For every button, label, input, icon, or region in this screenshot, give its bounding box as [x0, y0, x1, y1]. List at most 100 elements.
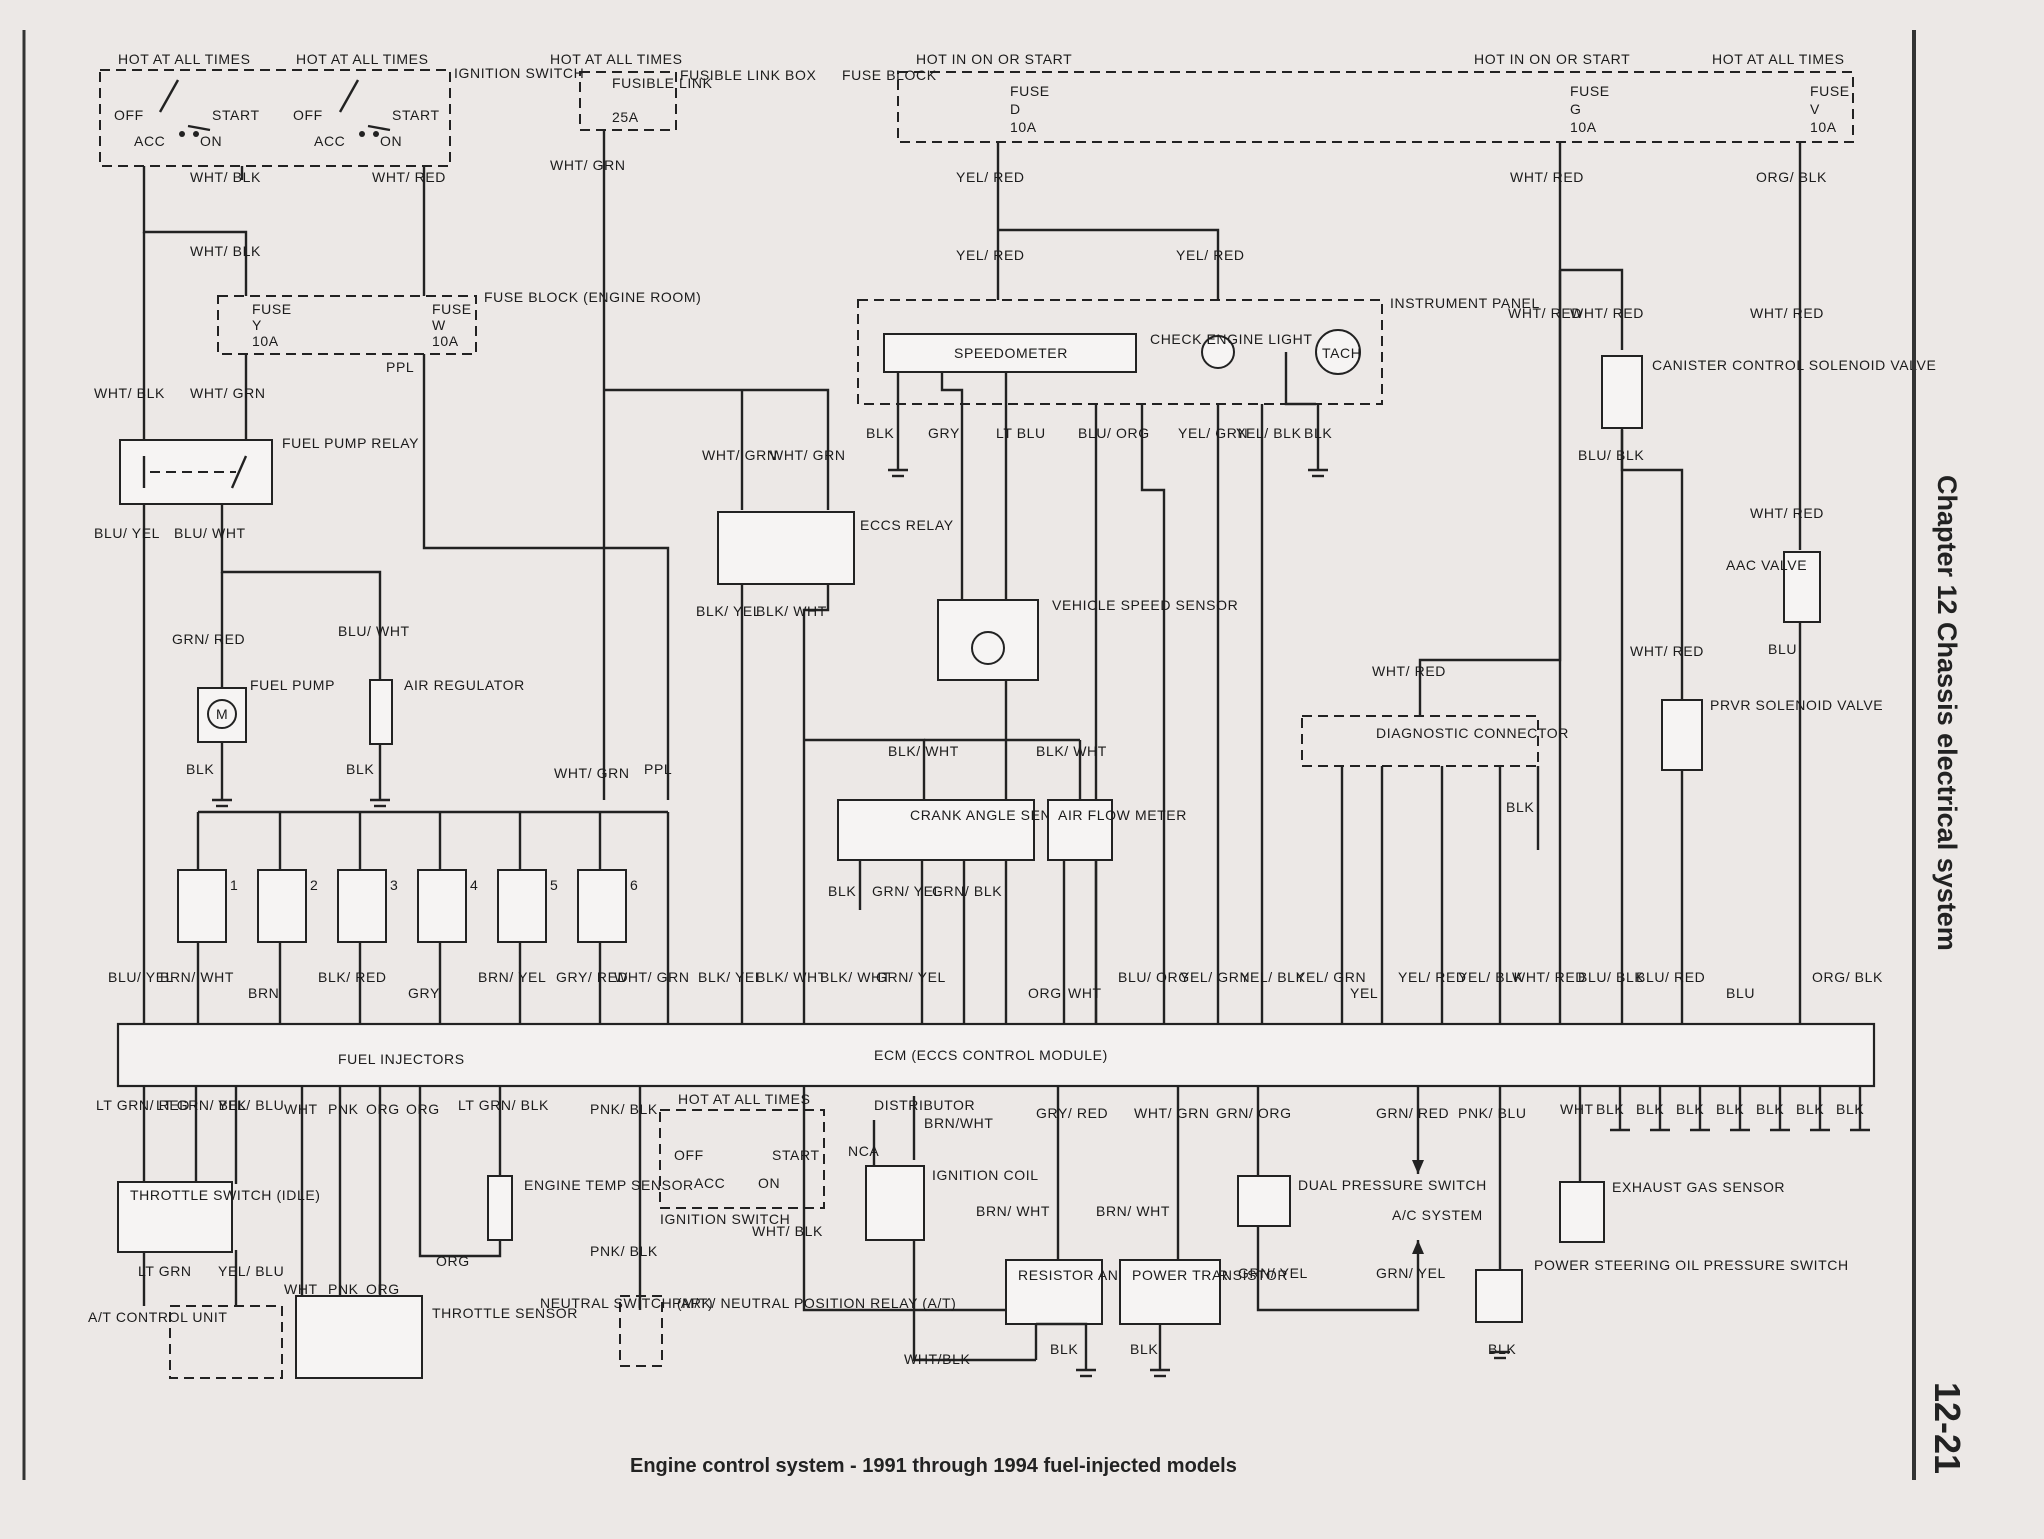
exhaust-gas-sensor: [1559, 1181, 1605, 1243]
injector-number: 2: [310, 877, 318, 893]
wire-label: WHT/ RED: [1630, 643, 1704, 659]
label-crank-angle-sensor: CRANK ANGLE SENSOR: [910, 807, 1083, 823]
wire-label-ppl: PPL: [386, 359, 414, 375]
speedometer: [883, 333, 1137, 373]
label-fuse-v-letter: V: [1810, 101, 1820, 117]
label-on-lower: ON: [758, 1175, 780, 1191]
wire-label: LT GRN/ BLK: [156, 1097, 247, 1113]
label-throttle-sensor: THROTTLE SENSOR: [432, 1305, 578, 1321]
label-fuse-w-amp: 10A: [432, 333, 459, 349]
wire-label: ORG: [1028, 985, 1062, 1001]
label-start: START: [212, 107, 260, 123]
wire-label: PNK/ BLK: [590, 1243, 658, 1259]
label-exhaust-gas-sensor: EXHAUST GAS SENSOR: [1612, 1179, 1785, 1195]
supply-wires: [142, 130, 1802, 1030]
wire-label: BRN/ WHT: [160, 969, 234, 985]
label-ecm: ECM (ECCS CONTROL MODULE): [874, 1047, 1108, 1063]
label-neutral-switch: NEUTRAL SWITCH (M/T): [540, 1295, 713, 1311]
label-fuel-injectors: FUEL INJECTORS: [338, 1051, 465, 1067]
label-fuse-y-letter: Y: [252, 317, 262, 333]
fusible-link-box: [579, 71, 677, 131]
wire-label: BLU/ WHT: [174, 525, 246, 541]
label-fuse-g: FUSE: [1570, 83, 1610, 99]
ground-icon: [888, 468, 1328, 478]
dual-pressure-switch: [1237, 1175, 1291, 1227]
figure-caption: Engine control system - 1991 through 199…: [630, 1455, 1237, 1477]
label-fuse-v-amp: 10A: [1810, 119, 1837, 135]
wire-label: BLK: [1756, 1101, 1784, 1117]
label-fuse-y-amp: 10A: [252, 333, 279, 349]
wire-label: BRN: [248, 985, 279, 1001]
fuel-pump: [197, 687, 247, 743]
air-regulator: [369, 679, 393, 745]
injector-number: 4: [470, 877, 478, 893]
wire-label-ppl: PPL: [644, 761, 672, 777]
wire-label: BLU: [1768, 641, 1797, 657]
engine-temp-sensor: [487, 1175, 513, 1241]
injector-bank: 1 2 3 4 5 6: [177, 812, 670, 1024]
label-speedometer: SPEEDOMETER: [954, 345, 1068, 361]
panel-wires: [896, 372, 1320, 1024]
motor-symbol: M: [216, 706, 228, 722]
wire-label: LT BLU: [996, 425, 1046, 441]
wire-label: LT GRN: [138, 1263, 192, 1279]
wire-label: ORG: [366, 1101, 400, 1117]
wire-label: WHT/ RED: [1510, 169, 1584, 185]
wire-label: YEL/ BLU: [218, 1097, 284, 1113]
label-hot-at-all-times-2: HOT AT ALL TIMES: [296, 51, 429, 67]
label-check-engine-light: CHECK ENGINE LIGHT: [1150, 331, 1313, 347]
wire-label: PNK/ BLK: [590, 1101, 658, 1117]
wire-label: BLK: [1796, 1101, 1824, 1117]
wire-label: BRN/ WHT: [1096, 1203, 1170, 1219]
injector-number: 6: [630, 877, 638, 893]
label-instrument-panel: INSTRUMENT PANEL: [1390, 295, 1540, 311]
prvr-solenoid-valve: [1661, 699, 1703, 771]
wire-label: WHT/ RED: [372, 169, 446, 185]
label-fuel-pump-relay: FUEL PUMP RELAY: [282, 435, 419, 451]
wire-label: GRY/ RED: [1036, 1105, 1108, 1121]
label-fusible-link: FUSIBLE LINK: [612, 75, 713, 91]
wire-label: BLU/ YEL: [94, 525, 160, 541]
label-fuse-d-amp: 10A: [1010, 119, 1037, 135]
label-vehicle-speed-sensor: VEHICLE SPEED SENSOR: [1052, 597, 1238, 613]
wire-label: LT GRN/ BLK: [458, 1097, 549, 1113]
label-diagnostic-connector: DIAGNOSTIC CONNECTOR: [1376, 725, 1569, 741]
label-acc: ACC: [134, 133, 165, 149]
label-nca: NCA: [848, 1143, 879, 1159]
label-hot-lower: HOT AT ALL TIMES: [678, 1091, 811, 1107]
label-ignition-switch: IGNITION SWITCH: [454, 65, 584, 81]
label-fuse-d: FUSE: [1010, 83, 1050, 99]
label-off: OFF: [114, 107, 144, 123]
wire-label: YEL/ BLK: [1458, 969, 1524, 985]
wire-label: BLK/ WHT: [1036, 743, 1107, 759]
power-steering-oil-pressure-switch: [1475, 1269, 1523, 1323]
label-acc-2: ACC: [314, 133, 345, 149]
label-fuse-block-engine-room: FUSE BLOCK (ENGINE ROOM): [484, 289, 701, 305]
wire-label: YEL/ RED: [1176, 247, 1245, 263]
label-off-lower: OFF: [674, 1147, 704, 1163]
wire-label: BLK/ WHT: [888, 743, 959, 759]
at-control-unit: [169, 1305, 283, 1379]
wire-label: YEL/ BLU: [218, 1263, 284, 1279]
injector-number: 1: [230, 877, 238, 893]
wire-label: BRN/ WHT: [976, 1203, 1050, 1219]
ignition-coil: [865, 1165, 925, 1241]
wire-label: YEL/ BLK: [1236, 425, 1302, 441]
wire-label: BRN/WHT: [924, 1115, 994, 1131]
wire-label: BLK/ RED: [318, 969, 387, 985]
label-air-flow-meter: AIR FLOW METER: [1058, 807, 1187, 823]
wire-label: WHT/ GRN: [550, 157, 626, 173]
lower-ignition-switch: [659, 1109, 825, 1209]
label-dual-pressure-switch: DUAL PRESSURE SWITCH: [1298, 1177, 1487, 1193]
wire-label: BLK: [1716, 1101, 1744, 1117]
injector-3: [337, 869, 387, 943]
wire-label: YEL/ RED: [956, 169, 1025, 185]
arrow-down-icon: [1412, 1160, 1424, 1174]
label-on: ON: [200, 133, 222, 149]
wire-label: ORG: [406, 1101, 440, 1117]
wire-label: BLK: [866, 425, 894, 441]
wire-label: GRN/ YEL: [876, 969, 946, 985]
wire-label: BLU/ BLK: [1578, 969, 1644, 985]
wire-label: WHT/ GRN: [770, 447, 846, 463]
wire-label: WHT: [1068, 985, 1102, 1001]
